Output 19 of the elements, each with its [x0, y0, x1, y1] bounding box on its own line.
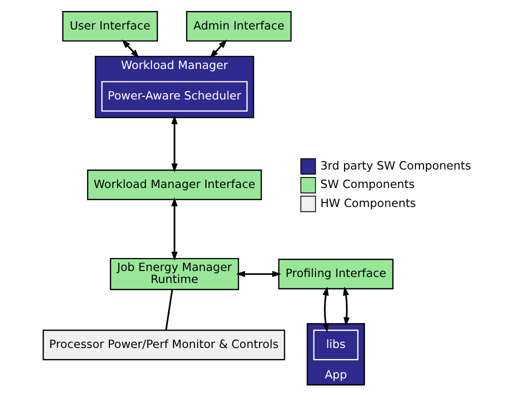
node-box: Processor Power/Perf Monitor & Controls [42, 330, 285, 360]
connector [164, 289, 173, 330]
legend-label: 3rd party SW Components [320, 158, 471, 172]
node-box: User Interface [62, 10, 158, 42]
legend-label: HW Components [320, 196, 416, 210]
node-box: Job Energy Manager Runtime [109, 258, 239, 290]
node-box: Admin Interface [186, 10, 292, 42]
node-box: Workload Manager Interface [86, 170, 262, 200]
arrow [121, 39, 139, 58]
node-box: libs [312, 330, 358, 360]
arrow [170, 115, 178, 173]
legend-label: SW Components [320, 177, 414, 192]
arrow [322, 286, 328, 333]
arrow [209, 39, 227, 58]
node-box: Profiling Interface [278, 258, 394, 290]
arrow [235, 270, 281, 278]
node-box: Power-Aware Scheduler [100, 81, 248, 112]
arrow [342, 286, 350, 326]
arrow [170, 197, 178, 261]
